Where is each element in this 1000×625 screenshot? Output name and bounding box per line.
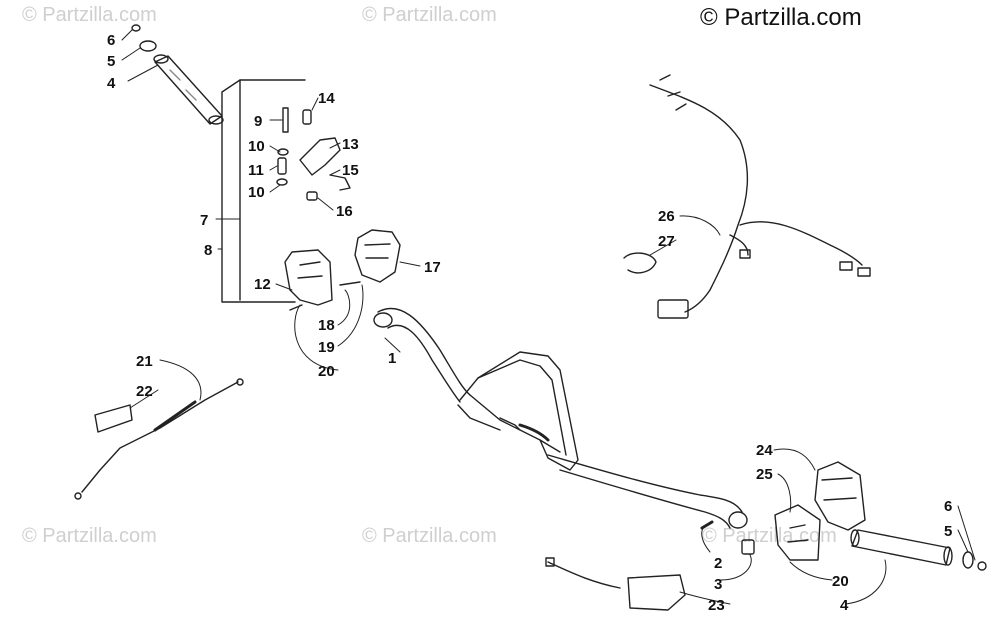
callout-23: 23: [708, 597, 725, 614]
callout-16: 16: [336, 203, 353, 220]
callout-19: 19: [318, 339, 335, 356]
callout-25: 25: [756, 466, 773, 483]
callout-14: 14: [318, 90, 335, 107]
callout-11: 11: [248, 162, 264, 179]
callout-10: 10: [248, 138, 265, 155]
watermark: © Partzilla.com: [702, 525, 837, 547]
callout-24: 24: [756, 442, 773, 459]
callout-15: 15: [342, 162, 359, 179]
throttle-cable: [74, 378, 244, 500]
watermark: © Partzilla.com: [22, 4, 157, 26]
callout-3: 3: [714, 576, 722, 593]
callout-12: 12: [254, 276, 271, 293]
copyright-notice: © Partzilla.com: [700, 4, 862, 31]
wiring-harness: [623, 74, 871, 319]
callout-9: 9: [254, 113, 262, 130]
right-control-housing: [774, 461, 866, 561]
brake-hardware: [276, 107, 351, 201]
callout-5: 5: [107, 53, 115, 70]
callout-6: 6: [107, 32, 115, 49]
callout-21: 21: [136, 353, 153, 370]
left-grip: [131, 24, 224, 125]
callout-6: 6: [944, 498, 952, 515]
callout-1: 1: [388, 350, 396, 367]
callout-5: 5: [944, 523, 952, 540]
handlebar: [373, 307, 748, 529]
callout-26: 26: [658, 208, 675, 225]
brake-lever-housing: [284, 229, 401, 311]
callout-27: 27: [658, 233, 675, 250]
callout-labels: 6 5 4 9 14 10 13 11 15 10 16 7 8 17 12 1…: [107, 32, 952, 614]
callout-22: 22: [136, 383, 153, 400]
callout-17: 17: [424, 259, 441, 276]
right-grip: [850, 529, 987, 571]
callout-4: 4: [840, 597, 849, 614]
watermark: © Partzilla.com: [362, 525, 497, 547]
brake-assembly-frame: [221, 79, 306, 303]
watermark: © Partzilla.com: [362, 4, 497, 26]
callout-10: 10: [248, 184, 265, 201]
callout-20: 20: [832, 573, 849, 590]
callout-18: 18: [318, 317, 335, 334]
callout-7: 7: [200, 212, 208, 229]
watermark: © Partzilla.com: [22, 525, 157, 547]
callout-4: 4: [107, 75, 116, 92]
callout-13: 13: [342, 136, 359, 153]
callout-8: 8: [204, 242, 212, 259]
callout-20: 20: [318, 363, 335, 380]
callout-2: 2: [714, 555, 722, 572]
leader-lines: [121, 29, 976, 605]
